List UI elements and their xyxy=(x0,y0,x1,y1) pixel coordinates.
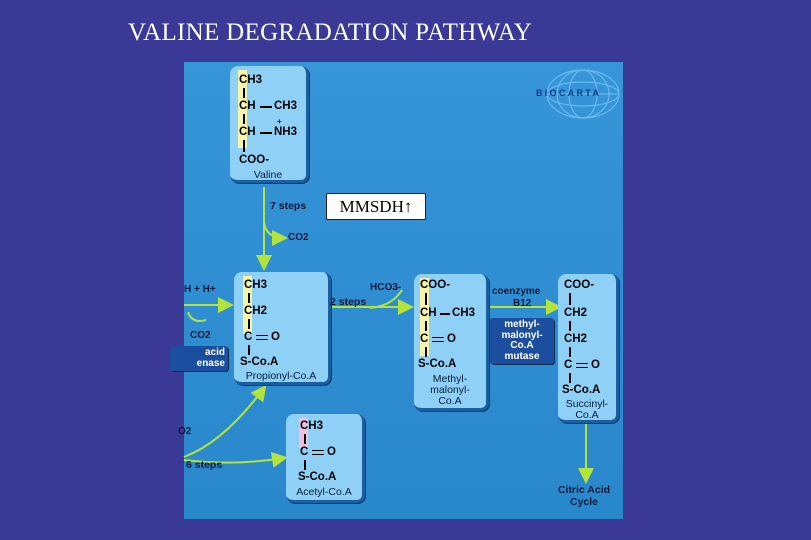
propionyl-c: C xyxy=(244,331,253,343)
valine-ch-1: CH xyxy=(239,100,256,112)
pathway-arrows xyxy=(183,187,594,484)
h-plus-label: H + H+ xyxy=(184,284,216,295)
propionyl-o: O xyxy=(271,331,280,343)
propionyl-coa-box: CH3 CH2 C O S-Co.A Propionyl-Co.A xyxy=(234,272,331,385)
methylmalonyl-label-line1: Methyl- xyxy=(432,373,468,385)
methylmalonyl-coo: COO- xyxy=(420,279,451,291)
acetyl-highlight-strip xyxy=(299,418,308,448)
valine-ch-2: CH xyxy=(239,126,256,138)
methylmalonyl-o: O xyxy=(447,333,456,345)
valine-ch3-top: CH3 xyxy=(239,74,263,86)
mutase-line4: mutase xyxy=(504,350,540,362)
bond xyxy=(248,345,250,355)
bond xyxy=(569,373,571,383)
bond xyxy=(243,88,245,98)
bond xyxy=(248,293,250,303)
double-bond xyxy=(256,335,268,340)
acetyl-label: Acetyl-Co.A xyxy=(296,486,352,498)
bond xyxy=(425,293,427,305)
mutase-line1: methyl- xyxy=(504,319,540,330)
citric-line2: Cycle xyxy=(569,495,599,508)
mutase-line3: Co.A xyxy=(510,340,534,351)
double-bond xyxy=(576,363,588,368)
succinyl-coo: COO- xyxy=(564,279,595,291)
bond xyxy=(425,321,427,331)
seven-steps-label: 7 steps xyxy=(270,200,307,212)
pathway-panel: BIOCARTA xyxy=(170,62,623,519)
biocarta-logo-text: BIOCARTA xyxy=(536,88,602,98)
double-bond xyxy=(432,337,444,342)
bond xyxy=(260,132,272,134)
enzyme-left-line1: acid xyxy=(204,347,225,358)
acetyl-scoa: S-Co.A xyxy=(298,471,337,483)
methylmalonyl-scoa: S-Co.A xyxy=(418,358,457,370)
valine-box: CH3 CH CH3 CH + NH3 COO- Valine xyxy=(230,66,309,183)
citric-acid-label: Citric Acid Cycle xyxy=(546,484,622,508)
bond xyxy=(425,347,427,357)
succinyl-ch2-2: CH2 xyxy=(564,333,588,345)
bond xyxy=(569,293,571,305)
succinyl-c: C xyxy=(564,359,573,371)
acetyl-c: C xyxy=(300,446,309,458)
methylmalonyl-c: C xyxy=(420,333,429,345)
propionyl-ch2: CH2 xyxy=(244,305,268,317)
o2-label: O2 xyxy=(178,426,192,437)
mutase-enzyme-box: methyl- malonyl- Co.A mutase xyxy=(490,318,554,364)
coenzyme-label: coenzyme xyxy=(492,286,541,297)
double-bond xyxy=(312,450,324,455)
valine-charge-plus: + xyxy=(277,117,282,126)
succinyl-o: O xyxy=(591,359,600,371)
two-steps-label: 2 steps xyxy=(330,296,367,308)
enzyme-left-line2: enase xyxy=(196,357,225,369)
bond xyxy=(304,460,306,470)
propionyl-highlight-strip xyxy=(243,276,252,334)
methylmalonyl-ch: CH xyxy=(420,307,437,319)
biocarta-globe-icon xyxy=(546,69,620,119)
six-steps-label: 6 steps xyxy=(186,459,223,471)
succinyl-label-line1: Succinyl- xyxy=(565,398,609,410)
methylmalonyl-ch3: CH3 xyxy=(452,307,476,319)
valine-nh3: NH3 xyxy=(274,126,298,138)
acetyl-coa-box: CH3 C O S-Co.A Acetyl-Co.A xyxy=(286,414,365,503)
succinyl-coa-box: COO- CH2 CH2 C O S-Co.A Succinyl- Co.A xyxy=(558,274,619,423)
succinyl-label: Succinyl- Co.A xyxy=(558,398,616,422)
bond xyxy=(248,319,250,329)
propionyl-ch3: CH3 xyxy=(244,279,268,291)
methylmalonyl-coa-box: COO- CH CH3 C O S-Co.A Methyl- malonyl- … xyxy=(414,274,489,411)
succinyl-label-line2: Co.A xyxy=(575,409,599,422)
citric-line1: Citric Acid xyxy=(557,484,611,496)
bond xyxy=(569,347,571,357)
co2-left-label: CO2 xyxy=(190,330,211,341)
methylmalonyl-label-line2: malonyl- xyxy=(430,384,470,397)
succinyl-ch2-1: CH2 xyxy=(564,307,588,319)
methylmalonyl-label-line3: Co.A xyxy=(438,395,462,408)
succinyl-scoa: S-Co.A xyxy=(562,384,601,396)
valine-ch3-side: CH3 xyxy=(274,100,298,112)
b12-label: B12 xyxy=(513,298,532,309)
mmsdh-annotation: MMSDH↑ xyxy=(326,193,426,220)
propionyl-label: Propionyl-Co.A xyxy=(245,370,317,382)
bond xyxy=(260,106,272,108)
bond xyxy=(304,434,306,444)
bond xyxy=(243,140,245,152)
bond xyxy=(569,321,571,331)
methylmalonyl-label: Methyl- malonyl- Co.A xyxy=(414,373,486,408)
bond xyxy=(440,313,450,315)
valine-coo: COO- xyxy=(239,154,270,166)
enzyme-box-left: acid enase xyxy=(170,346,228,371)
hco3-label: HCO3- xyxy=(370,282,402,293)
valine-label: Valine xyxy=(253,169,283,181)
valine-highlight-strip xyxy=(238,70,247,148)
propionyl-scoa: S-Co.A xyxy=(240,356,279,368)
mutase-line2: malonyl- xyxy=(501,329,543,341)
methylmalonyl-highlight-strip xyxy=(420,278,429,356)
acetyl-o: O xyxy=(327,446,336,458)
bond xyxy=(243,114,245,124)
page-title: VALINE DEGRADATION PATHWAY xyxy=(128,19,533,46)
co2-top-label: CO2 xyxy=(288,232,309,243)
acetyl-ch3: CH3 xyxy=(300,420,324,432)
